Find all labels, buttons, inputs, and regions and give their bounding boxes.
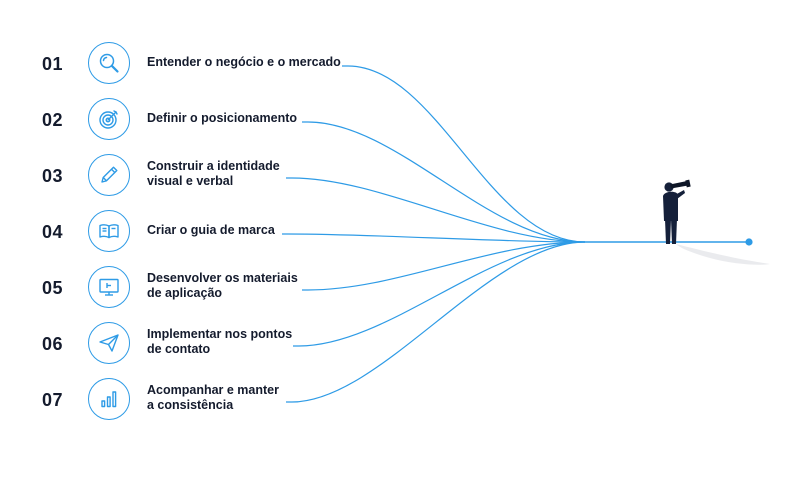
step-label: Implementar nos pontos de contato (147, 327, 293, 356)
step-02: 02 Definir o posicionamento (0, 98, 360, 144)
step-number: 04 (42, 222, 64, 242)
step-label: Criar o guia de marca (147, 223, 275, 237)
step-label: Desenvolver os materiais de aplicação (147, 271, 298, 300)
step-06: 06 Implementar nos pontos de contato (0, 322, 360, 368)
step-label: Construir a identidade visual e verbal (147, 159, 280, 188)
pencil-icon (88, 154, 130, 196)
magnifier-icon (88, 42, 130, 84)
step-number: 07 (42, 390, 64, 410)
step-number: 01 (42, 54, 64, 74)
connector-line (293, 241, 586, 347)
step-number: 02 (42, 110, 64, 130)
connector-line (302, 121, 586, 243)
paper-plane-icon (88, 322, 130, 364)
connector-line (342, 65, 586, 243)
bar-chart-icon (88, 378, 130, 420)
step-label: Acompanhar e manter a consistência (147, 383, 279, 412)
step-number: 06 (42, 334, 64, 354)
step-04: 04 Criar o guia de marca (0, 210, 360, 256)
step-label: Entender o negócio e o mercado (147, 55, 341, 69)
endpoint-dot (745, 238, 753, 246)
step-number: 03 (42, 166, 64, 186)
connector-line (286, 241, 586, 403)
connector-line (282, 233, 586, 243)
book-icon (88, 210, 130, 252)
step-number: 05 (42, 278, 64, 298)
connector-line (286, 177, 586, 243)
monitor-icon (88, 266, 130, 308)
step-label: Definir o posicionamento (147, 111, 298, 125)
person-with-telescope-icon (663, 179, 770, 265)
connector-line (302, 241, 586, 291)
step-01: 01 Entender o negócio e o mercado (0, 42, 360, 88)
step-05: 05 Desenvolver os materiais de aplicação (0, 266, 360, 312)
step-03: 03 Construir a identidade visual e verba… (0, 154, 360, 200)
target-icon (88, 98, 130, 140)
step-07: 07 Acompanhar e manter a consistência (0, 378, 360, 424)
